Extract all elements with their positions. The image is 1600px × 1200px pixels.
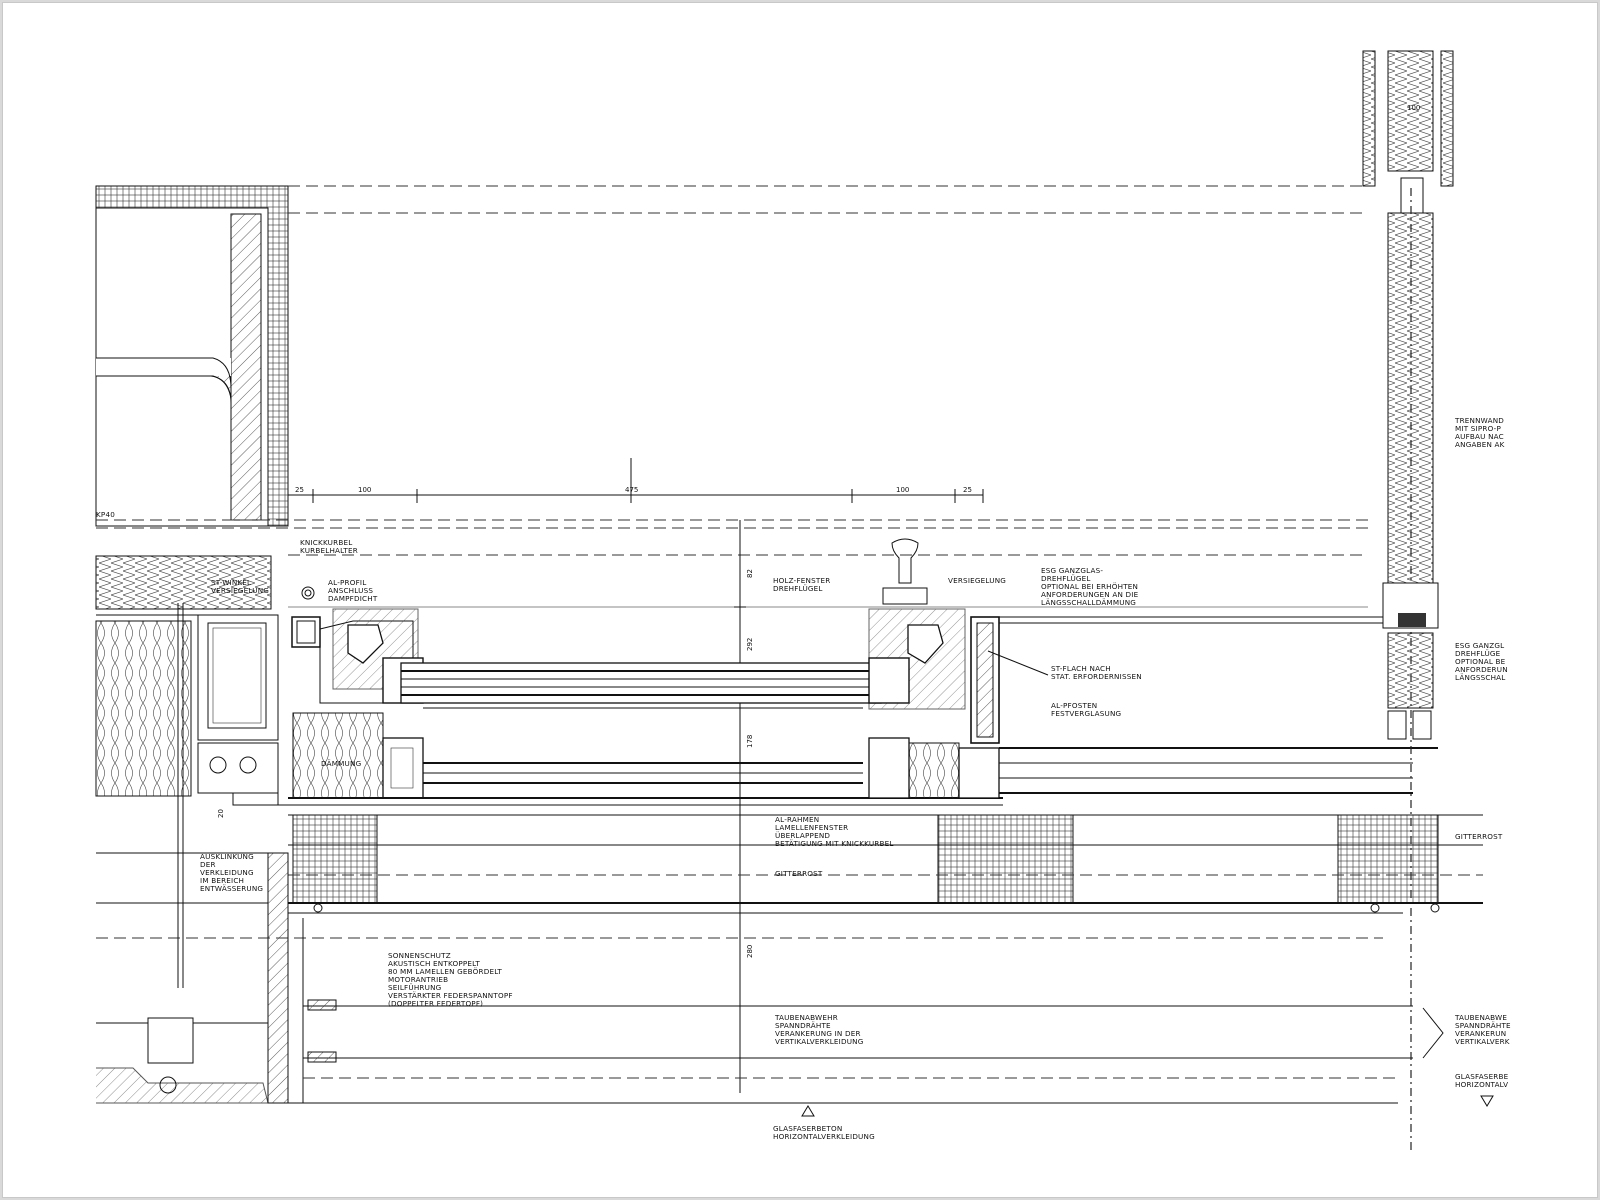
top-dimension-chain: 25 100 475 100 25 — [288, 458, 984, 503]
label-auskunkung-1: AUSKLINKUNG — [200, 852, 254, 861]
label-taubenabwehr-4: VERTIKALVERKLEIDUNG — [775, 1037, 864, 1046]
label-gitterrost: GITTERROST — [775, 869, 823, 878]
label-knickkurbel-2: KURBELHALTER — [300, 546, 358, 555]
label-esg-right-3: OPTIONAL BE — [1455, 657, 1506, 666]
dim-475: 475 — [625, 486, 638, 494]
label-glasfaser-right-2: HORIZONTALV — [1455, 1080, 1508, 1089]
label-glasfaserbeton-1: GLASFASERBETON — [773, 1124, 842, 1133]
label-trennwand-1: TRENNWAND — [1454, 416, 1504, 425]
label-al-profil-2: ANSCHLUSS — [328, 586, 373, 595]
label-al-rahmen-3: ÜBERLAPPEND — [775, 831, 830, 840]
label-holz-fenster-1: HOLZ-FENSTER — [773, 576, 830, 585]
label-taubenabwehr-right-4: VERTIKALVERK — [1455, 1037, 1510, 1046]
dim-82: 82 — [746, 569, 754, 578]
label-auskunkung-4: IM BEREICH — [200, 876, 244, 885]
label-holz-fenster-2: DREHFLÜGEL — [773, 584, 823, 593]
dim-100-right: 100 — [896, 486, 909, 494]
label-st-flach-1: ST-FLACH NACH — [1051, 664, 1111, 673]
label-al-pfosten-2: FESTVERGLASUNG — [1051, 709, 1121, 718]
window-frame-right — [868, 538, 1438, 799]
label-kp40: KP40 — [96, 510, 115, 519]
label-auskunkung-3: VERKLEIDUNG — [200, 868, 254, 877]
label-sonnenschutz-6: VERSTÄRKTER FEDERSPANNTOPF — [388, 991, 513, 1000]
label-taubenabwehr-2: SPANNDRÄHTE — [775, 1021, 831, 1030]
label-al-rahmen-1: AL-RAHMEN — [775, 815, 819, 824]
dim-292: 292 — [746, 638, 754, 651]
label-taubenabwehr-right-1: TAUBENABWE — [1454, 1013, 1507, 1022]
label-st-winkel-2: VERSIEGELUNG — [211, 586, 269, 595]
label-esg-right-1: ESG GANZGL — [1455, 641, 1504, 650]
label-esg-right-4: ANFORDERUN — [1455, 665, 1508, 674]
label-gitterrost-right: GITTERROST — [1455, 832, 1503, 841]
label-taubenabwehr-right-3: VERANKERUN — [1455, 1029, 1506, 1038]
vertical-cladding — [96, 852, 1398, 1104]
construction-detail-drawing: 25 100 475 100 25 82 292 178 280 20 — [95, 50, 1511, 1153]
label-esg-1: ESG GANZGLAS- — [1041, 566, 1103, 575]
label-sonnenschutz-4: MOTORANTRIEB — [388, 975, 448, 984]
label-taubenabwehr-right-2: SPANNDRÄHTE — [1455, 1021, 1511, 1030]
label-st-flach-2: STAT. ERFORDERNISSEN — [1051, 672, 1142, 681]
label-al-rahmen-2: LAMELLENFENSTER — [775, 823, 848, 832]
label-taubenabwehr-1: TAUBENABWEHR — [774, 1013, 838, 1022]
gitterrost-grating — [288, 814, 1483, 914]
label-esg-4: ANFORDERUNGEN AN DIE — [1041, 590, 1139, 599]
label-knickkurbel-1: KNICKKURBEL — [300, 538, 352, 547]
label-daemmung: DÄMMUNG — [321, 759, 361, 768]
dim-20: 20 — [217, 809, 225, 818]
label-sonnenschutz-3: 80 MM LAMELLEN GEBÖRDELT — [388, 967, 502, 976]
dim-100-left: 100 — [358, 486, 371, 494]
al-profil-connection — [291, 586, 414, 799]
reference-lines — [96, 185, 1383, 939]
right-partition-wall: 100 — [1362, 50, 1454, 1153]
label-al-pfosten-1: AL-PFOSTEN — [1051, 701, 1097, 710]
label-glasfaserbeton-2: HORIZONTALVERKLEIDUNG — [773, 1132, 875, 1141]
label-esg-right-5: LÄNGSSCHAL — [1455, 673, 1506, 682]
label-al-profil-1: AL-PROFIL — [328, 578, 366, 587]
label-auskunkung-5: ENTWÄSSERUNG — [200, 884, 263, 893]
label-taubenabwehr-3: VERANKERUNG IN DER — [775, 1029, 861, 1038]
label-esg-2: DREHFLÜGEL — [1041, 574, 1091, 583]
sunshade-and-wires — [303, 999, 1494, 1117]
label-trennwand-2: MIT SIPRO-P — [1455, 424, 1501, 433]
label-al-profil-3: DAMPFDICHT — [328, 594, 378, 603]
label-versiegelung: VERSIEGELUNG — [948, 576, 1006, 585]
label-glasfaser-right-1: GLASFASERBE — [1455, 1072, 1509, 1081]
vertical-dimension-chain: 82 292 178 280 20 — [217, 520, 754, 1093]
dim-25-right: 25 — [963, 486, 972, 494]
label-esg-5: LÄNGSSCHALLDÄMMUNG — [1041, 598, 1136, 607]
dim-25-left: 25 — [295, 486, 304, 494]
dim-wall-100: 100 — [1407, 104, 1420, 112]
dim-280: 280 — [746, 945, 754, 958]
annotation-labels: KP40 KNICKKURBEL KURBELHALTER ST-WINKEL … — [96, 416, 1511, 1141]
label-sonnenschutz-7: (DOPPELTER FEDERTOPF) — [388, 999, 483, 1008]
label-sonnenschutz-1: SONNENSCHUTZ — [388, 951, 451, 960]
label-esg-right-2: DREHFLÜGE — [1455, 649, 1501, 658]
label-esg-3: OPTIONAL BEI ERHÖHTEN — [1041, 582, 1138, 591]
label-st-winkel-1: ST-WINKEL — [211, 578, 251, 587]
steel-beam-section — [95, 185, 289, 527]
label-sonnenschutz-5: SEILFÜHRUNG — [388, 983, 441, 992]
dim-178: 178 — [746, 735, 754, 748]
label-trennwand-4: ANGABEN AK — [1455, 440, 1505, 449]
label-auskunkung-2: DER — [200, 860, 216, 869]
label-al-rahmen-4: BETÄTIGUNG MIT KNICKKURBEL — [775, 839, 894, 848]
left-wall-insulation — [95, 555, 279, 988]
label-sonnenschutz-2: AKUSTISCH ENTKOPPELT — [388, 959, 480, 968]
glazing-panes — [248, 662, 1003, 806]
label-trennwand-3: AUFBAU NAC — [1455, 432, 1504, 441]
